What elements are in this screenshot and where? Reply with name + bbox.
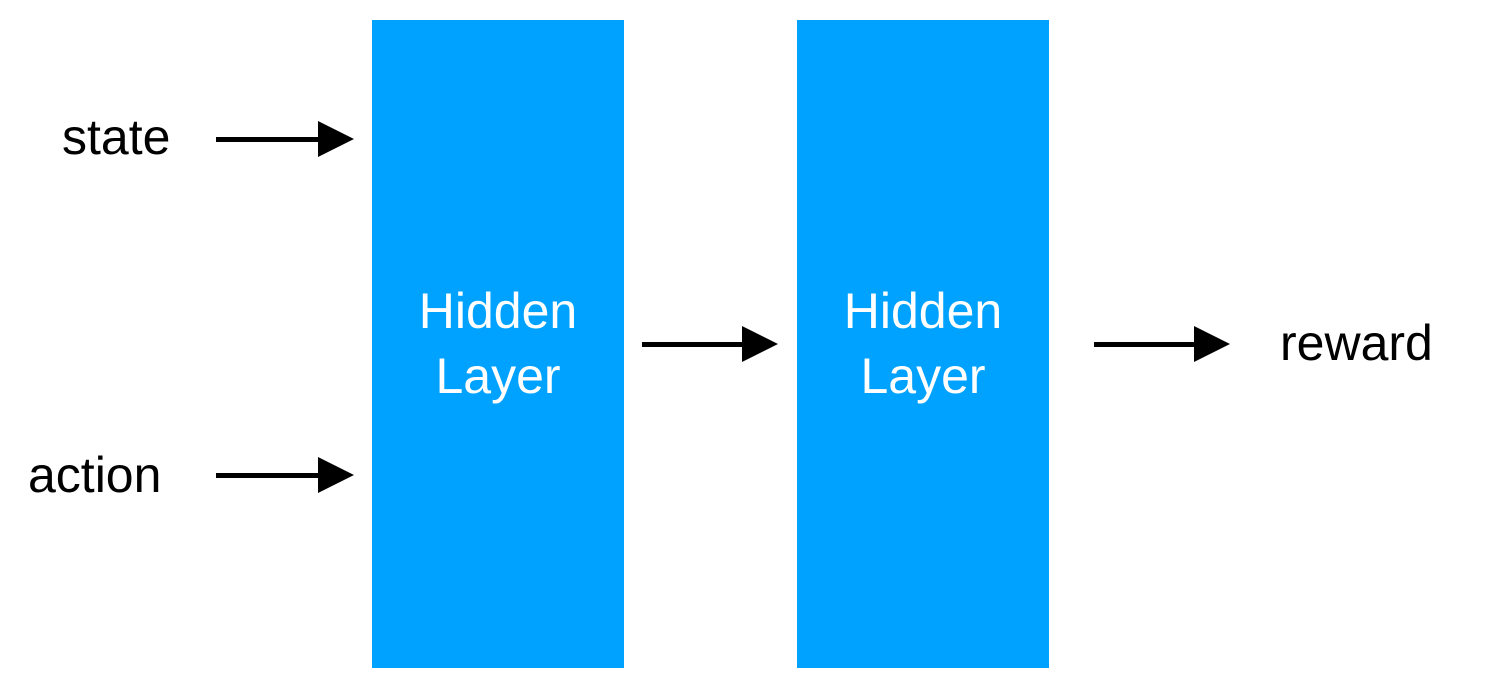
hidden-layer-2: Hidden Layer xyxy=(797,20,1049,668)
action-label: action xyxy=(28,447,162,503)
state-label: state xyxy=(62,109,171,165)
arrow-head xyxy=(742,326,778,362)
state-arrow xyxy=(216,121,354,157)
hidden-layer-1: Hidden Layer xyxy=(372,20,624,668)
arrow-shaft xyxy=(216,137,320,142)
arrow-shaft xyxy=(216,473,320,478)
arrow-head xyxy=(1194,326,1230,362)
layer1-to-layer2-arrow xyxy=(642,326,778,362)
reward-label: reward xyxy=(1280,315,1433,371)
arrow-head xyxy=(318,121,354,157)
hidden-layer-1-label: Hidden Layer xyxy=(419,279,577,409)
hidden-layer-2-label: Hidden Layer xyxy=(844,279,1002,409)
hidden-layer-2-line2: Layer xyxy=(860,348,986,404)
action-arrow xyxy=(216,457,354,493)
hidden-layer-1-line1: Hidden xyxy=(418,283,578,339)
arrow-shaft xyxy=(642,342,744,347)
hidden-layer-1-line2: Layer xyxy=(435,348,561,404)
reward-arrow xyxy=(1094,326,1230,362)
arrow-head xyxy=(318,457,354,493)
hidden-layer-2-line1: Hidden xyxy=(843,283,1003,339)
arrow-shaft xyxy=(1094,342,1196,347)
